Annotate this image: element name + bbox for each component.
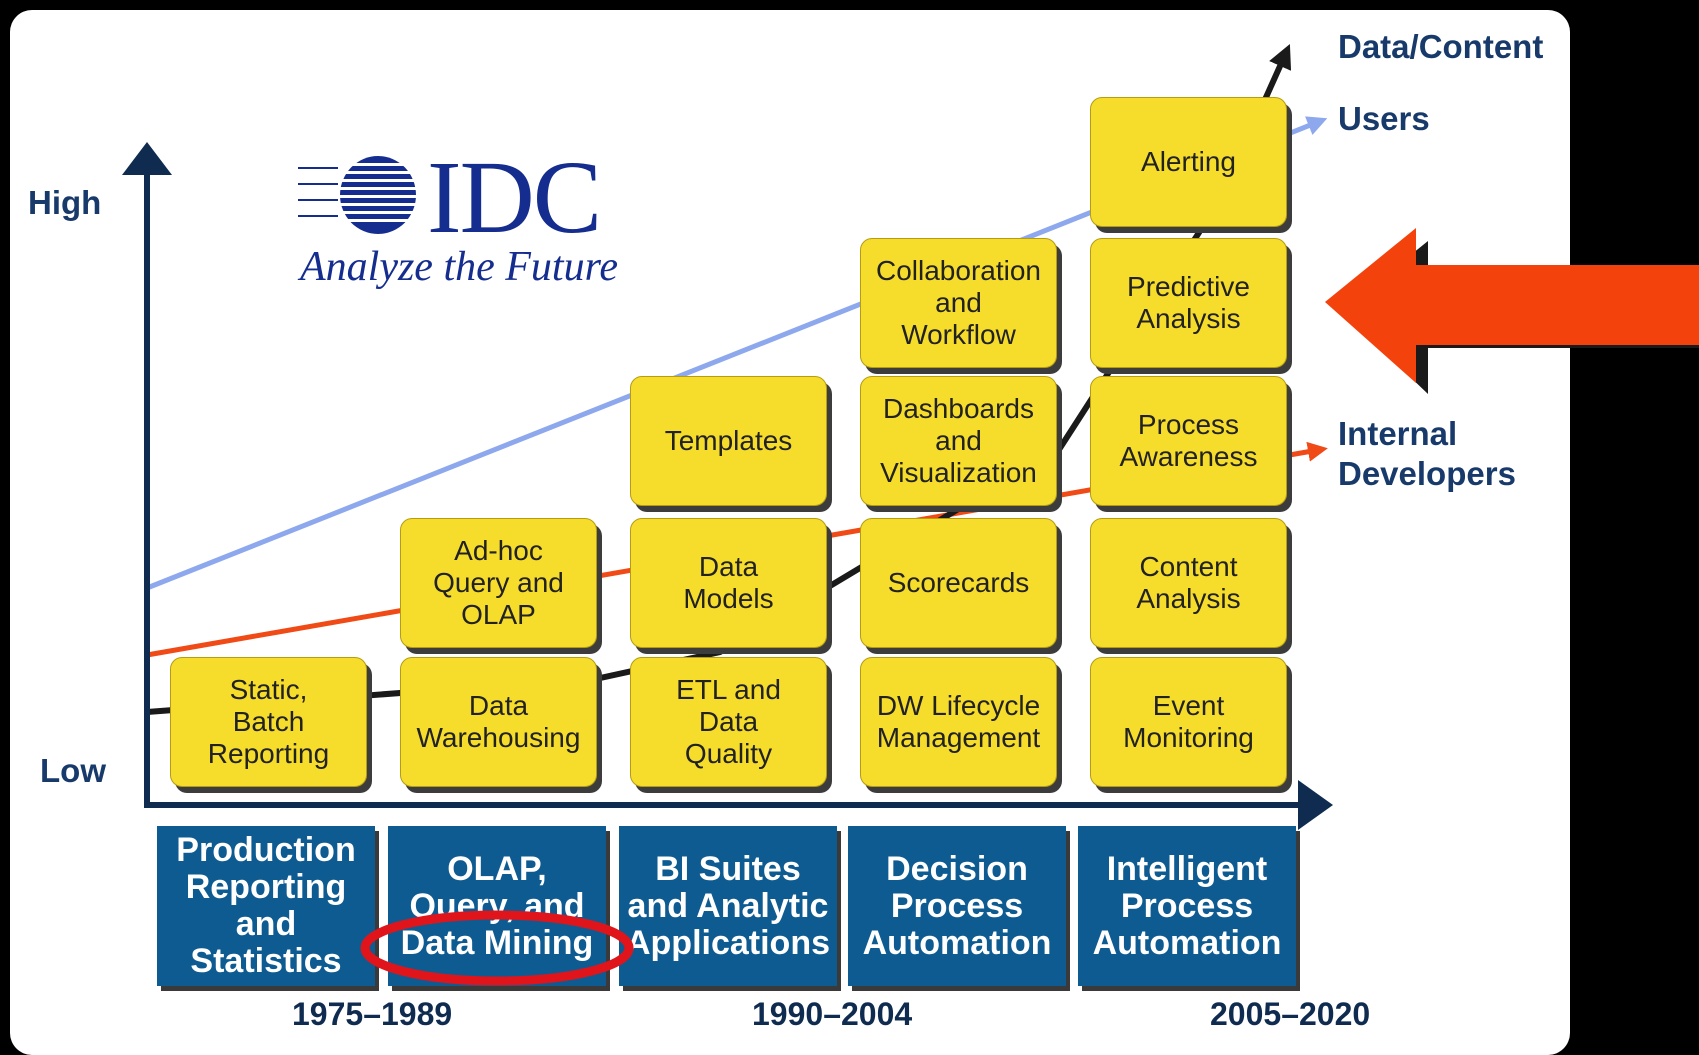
box-dashboards-visualization: Dashboards and Visualization	[860, 376, 1057, 506]
legend-users: Users	[1338, 100, 1430, 137]
box-static-batch-reporting: Static, Batch Reporting	[170, 657, 367, 787]
box-etl-data-quality: ETL and Data Quality	[630, 657, 827, 787]
category-decision-process: Decision Process Automation	[848, 826, 1066, 986]
box-process-awareness: Process Awareness	[1090, 376, 1287, 506]
box-collaboration-workflow: Collaboration and Workflow	[860, 238, 1057, 368]
box-data-models: Data Models	[630, 518, 827, 648]
axis-label-low: Low	[40, 752, 106, 789]
category-bi-suites: BI Suites and Analytic Applications	[619, 826, 837, 986]
box-predictive-analysis: Predictive Analysis	[1090, 238, 1287, 368]
box-adhoc-query-olap: Ad-hoc Query and OLAP	[400, 518, 597, 648]
box-content-analysis: Content Analysis	[1090, 518, 1287, 648]
year-range-2: 1990–2004	[752, 996, 913, 1032]
idc-tagline: Analyze the Future	[300, 244, 619, 290]
category-production-reporting: Production Reporting and Statistics	[157, 826, 375, 986]
box-scorecards: Scorecards	[860, 518, 1057, 648]
axis-label-high: High	[28, 184, 102, 221]
legend-internal-developers: Internal Developers	[1338, 415, 1516, 492]
box-templates: Templates	[630, 376, 827, 506]
y-axis-arrowhead	[122, 142, 172, 175]
idc-logo-text: IDC	[427, 140, 602, 255]
box-data-warehousing: Data Warehousing	[400, 657, 597, 787]
highlight-oval	[360, 910, 634, 986]
category-intelligent-process: Intelligent Process Automation	[1078, 826, 1296, 986]
box-alerting: Alerting	[1090, 97, 1287, 227]
box-event-monitoring: Event Monitoring	[1090, 657, 1287, 787]
year-range-3: 2005–2020	[1210, 996, 1371, 1032]
pointer-arrow	[1325, 228, 1699, 383]
year-range-1: 1975–1989	[292, 996, 453, 1032]
idc-globe-icon	[298, 156, 426, 234]
right-margin	[1570, 0, 1699, 1039]
x-axis-arrowhead	[1298, 780, 1333, 830]
legend-data-content: Data/Content	[1338, 28, 1544, 65]
box-dw-lifecycle-management: DW Lifecycle Management	[860, 657, 1057, 787]
